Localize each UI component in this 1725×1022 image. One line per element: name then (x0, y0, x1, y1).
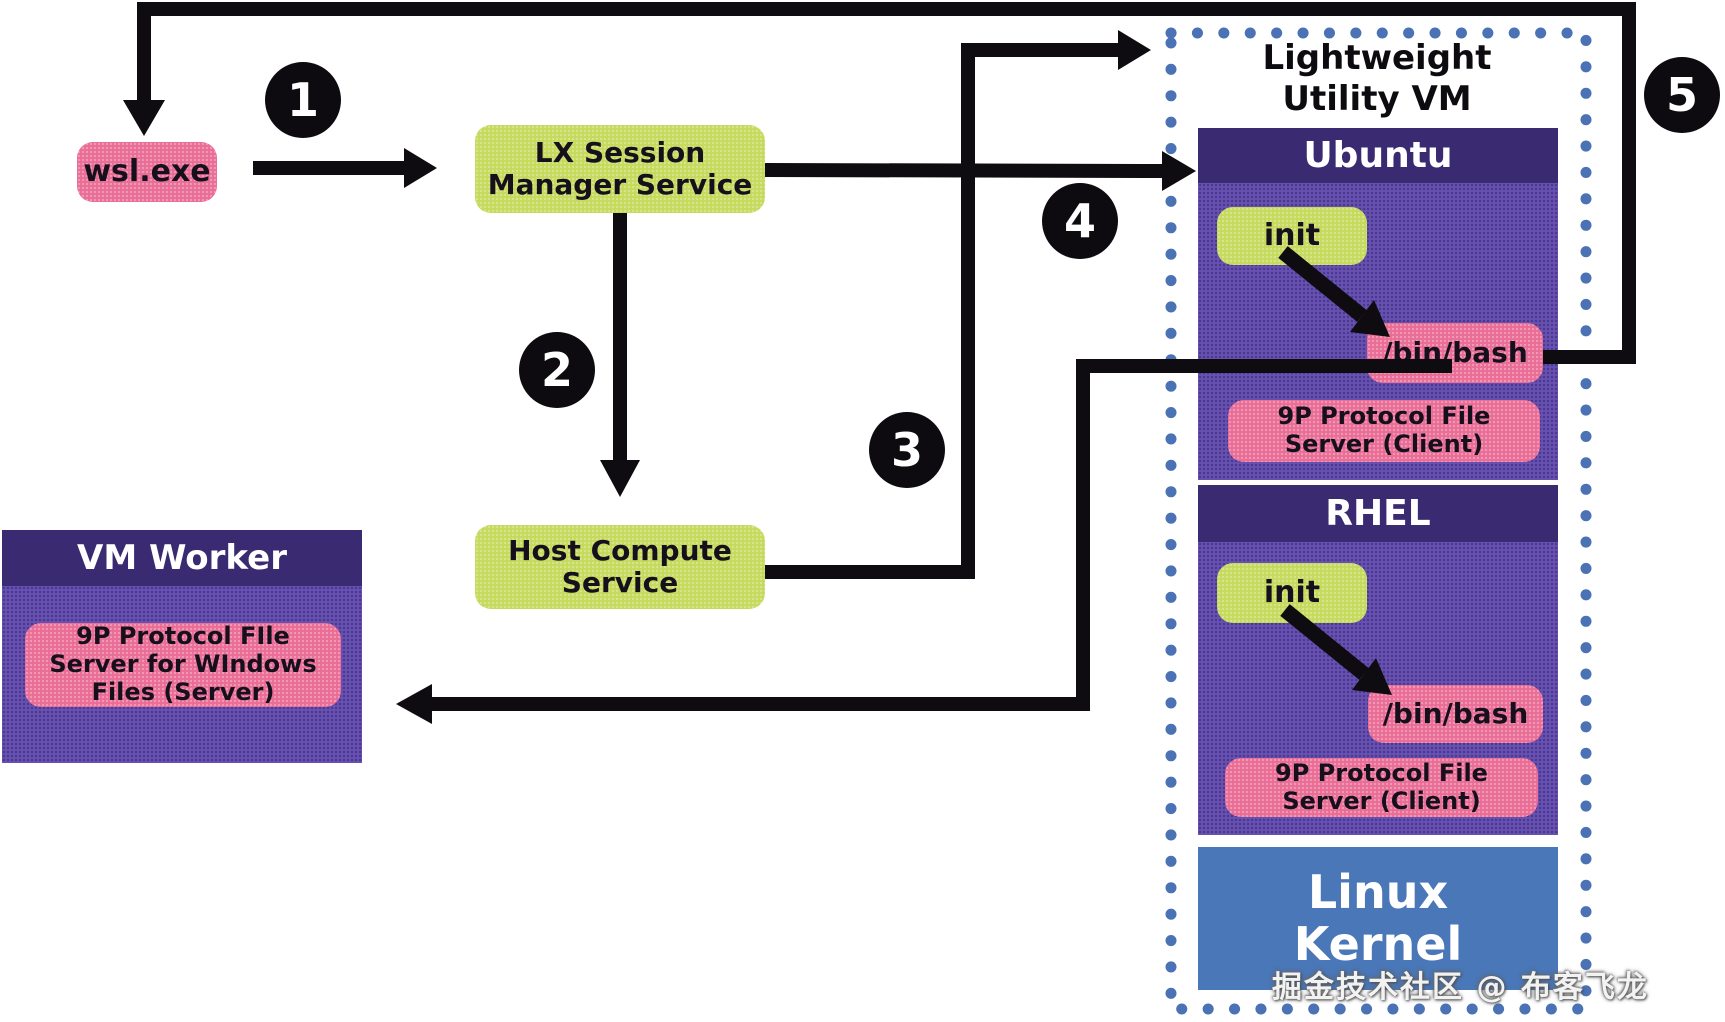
lx-session-manager-label-line1: LX Session (534, 135, 706, 169)
linux-kernel-line1: Linux (1307, 864, 1449, 919)
ubuntu-body: init /bin/bash 9P Protocol File Server (… (1198, 183, 1558, 480)
rhel-9p-line1: 9P Protocol File (1275, 758, 1488, 787)
host-compute-label-line2: Service (561, 566, 679, 599)
rhel-bash-box: /bin/bash (1368, 685, 1543, 743)
host-compute-service-box: Host Compute Service (475, 525, 765, 609)
step-1-badge: 1 (265, 62, 341, 138)
wsl-exe-box: wsl.exe (77, 142, 217, 202)
ubuntu-9p-line1: 9P Protocol File (1277, 402, 1491, 431)
arrow-lx-to-hcs (600, 213, 640, 497)
vm-worker-body: 9P Protocol FIle Server for WIndows File… (2, 586, 362, 763)
linux-kernel-line2: Kernel (1293, 916, 1463, 971)
utility-vm-dotted-border (1165, 27, 1592, 1015)
ubuntu-header: Ubuntu (1198, 128, 1558, 183)
arrow-rhel-init-to-bash (1280, 604, 1392, 695)
vm-worker-9p-line1: 9P Protocol FIle (76, 622, 290, 651)
wsl-exe-label: wsl.exe (83, 153, 211, 189)
utility-vm-title-line2: Utility VM (1282, 78, 1472, 119)
ubuntu-9p-line2: Server (Client) (1284, 430, 1484, 458)
ubuntu-9p-client-box: 9P Protocol File Server (Client) (1228, 400, 1540, 462)
utility-vm-title: Lightweight Utility VM (1162, 38, 1592, 120)
lx-session-manager-label-line2: Manager Service (487, 168, 753, 201)
rhel-9p-line2: Server (Client) (1282, 786, 1481, 815)
ubuntu-box: Ubuntu init /bin/bash 9P Protocol File S… (1198, 128, 1558, 480)
linux-kernel-box: Linux Kernel (1198, 847, 1558, 990)
arrow-bash-to-vm-worker (396, 359, 1452, 724)
vm-worker-9p-server-box: 9P Protocol FIle Server for WIndows File… (25, 622, 341, 707)
step-4-badge: 4 (1042, 183, 1118, 259)
lx-session-manager-box: LX Session Manager Service (475, 125, 765, 213)
vm-worker-9p-line2: Server for WIndows (49, 650, 317, 679)
arrow-wsl-to-lx (253, 148, 437, 188)
host-compute-label-line1: Host Compute (508, 533, 732, 567)
arrow-ubuntu-init-to-bash (1278, 246, 1390, 337)
rhel-9p-client-box: 9P Protocol File Server (Client) (1225, 758, 1538, 817)
step-2-badge: 2 (519, 332, 595, 408)
vm-worker-header: VM Worker (2, 530, 362, 586)
arrow-bash-to-wsl-loop (123, 2, 1636, 364)
rhel-header: RHEL (1198, 485, 1558, 542)
arrow-lx-to-ubuntu (764, 151, 1196, 191)
step-5-badge: 5 (1644, 57, 1720, 133)
utility-vm-title-line1: Lightweight (1262, 38, 1492, 78)
vm-worker-box: VM Worker 9P Protocol FIle Server for WI… (2, 530, 362, 763)
watermark-text: 掘金技术社区 @ 布客飞龙 (1272, 970, 1649, 1005)
step-3-badge: 3 (869, 412, 945, 488)
arrow-hcs-to-utility-vm (765, 30, 1151, 579)
vm-worker-9p-line3: Files (Server) (91, 677, 275, 706)
